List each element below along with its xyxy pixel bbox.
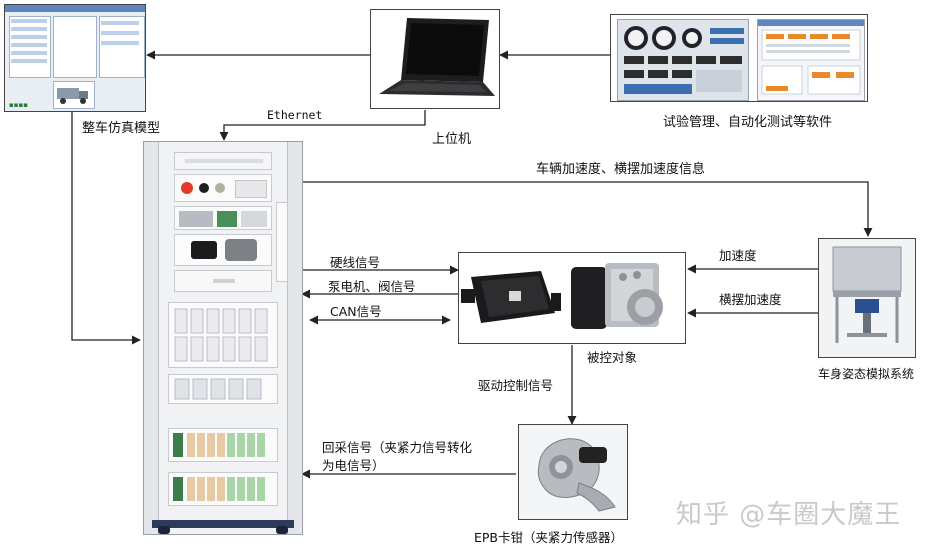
arrow-model-to-cabinet [71,112,141,345]
drive-control-label: 驱动控制信号 [478,378,554,393]
feedback-label-line1: 回采信号（夹紧力信号转化 [322,440,473,455]
yaw-accel-label: 横摆加速度 [719,292,782,307]
hil-test-cabinet [143,141,303,535]
esc-hydraulic-unit [571,263,663,329]
watermark: 知乎 @车圈大魔王 [676,500,902,530]
epb-ecu [461,271,561,323]
ethernet-line [219,110,426,141]
posture-system-label: 车身姿态模拟系统 [818,367,915,381]
arrow-accel-info [302,181,873,237]
hardwire-label: 硬线信号 [330,255,381,270]
body-posture-simulator-image [818,238,916,358]
software-screenshots [610,14,868,102]
accel-info-label: 车辆加速度、横摆加速度信息 [536,162,706,177]
feedback-label-line2: 为电信号） [322,458,385,473]
pump-valve-label: 泵电机、阀信号 [328,279,416,294]
software-label: 试验管理、自动化测试等软件 [663,115,833,130]
dashboard-screen [617,19,749,101]
epb-caliper-image [518,424,628,520]
host-pc-label: 上位机 [432,132,472,147]
truck-thumbnail [53,81,95,109]
vehicle-model-label: 整车仿真模型 [82,121,161,136]
controlled-object-image [458,252,686,344]
acceleration-label: 加速度 [719,248,757,263]
ethernet-label: Ethernet [267,108,323,122]
vehicle-model-screenshot: ▪▪▪▪ [4,4,146,112]
controlled-object-label: 被控对象 [587,350,638,365]
host-pc-laptop [370,9,500,109]
automation-screen [757,19,865,101]
epb-caliper-label: EPB卡钳（夹紧力传感器） [474,530,624,545]
can-signal-label: CAN信号 [330,304,382,319]
